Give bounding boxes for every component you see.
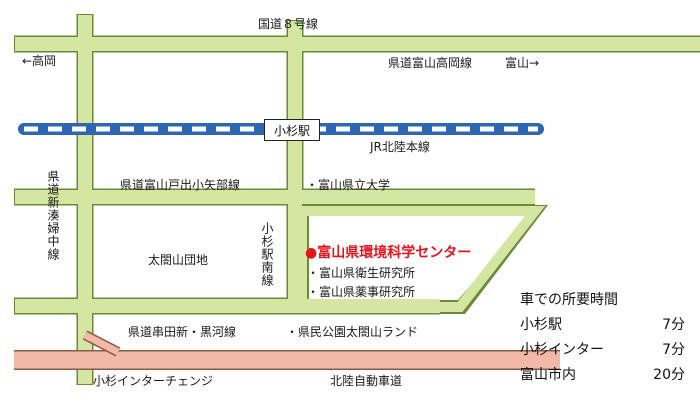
zone-inner — [309, 216, 530, 300]
label-takaoka-direction: ←高岡 — [22, 54, 57, 68]
label-pref-shinminato-fuchu: 県道新湊婦中線 — [46, 170, 60, 261]
zone-road-fill — [297, 206, 546, 312]
label-jr-hokuriku-line: JR北陸本線 — [370, 140, 430, 154]
travel-time-panel: 車での所要時間 小杉駅 7分 小杉インター 7分 富山市内 20分 — [520, 288, 685, 388]
travel-time-place: 富山市内 — [520, 367, 576, 383]
label-national-route-8: 国道８号線 — [258, 17, 319, 31]
travel-time-place: 小杉インター — [520, 342, 604, 358]
expressway — [14, 330, 560, 370]
label-pref-university: ・富山県立大学 — [306, 178, 391, 192]
label-taikoyama-park: ・県民公園太閤山ランド — [286, 325, 419, 339]
label-kosugi-station-south: 小杉駅南線 — [260, 222, 274, 287]
label-pref-kushida-kurokawa: 県道串田新・黒河線 — [128, 325, 237, 339]
label-pharma-institute: ・富山県薬事研究所 — [307, 285, 416, 299]
label-pref-toyama-toide-oyabe: 県道富山戸出小矢部線 — [120, 178, 241, 192]
label-toyama-direction: 富山→ — [505, 56, 540, 70]
travel-time-title: 車での所要時間 — [520, 292, 618, 308]
target-environment-center[interactable]: ●富山県環境科学センター — [305, 245, 472, 261]
travel-time-value: 20分 — [653, 367, 685, 383]
travel-time-row: 富山市内 20分 — [520, 363, 685, 388]
travel-time-value: 7分 — [662, 342, 685, 358]
travel-time-row: 小杉駅 7分 — [520, 313, 685, 338]
travel-time-value: 7分 — [662, 317, 685, 333]
label-hokuriku-expressway: 北陸自動車道 — [330, 374, 403, 388]
kosugi-station-box[interactable]: 小杉駅 — [264, 119, 320, 141]
label-health-institute: ・富山県衛生研究所 — [307, 266, 416, 280]
travel-time-place: 小杉駅 — [520, 317, 562, 333]
label-taimonyama-housing: 太閤山団地 — [148, 253, 209, 267]
kosugi-station-label: 小杉駅 — [273, 123, 310, 138]
label-kosugi-ic: 小杉インターチェンジ — [93, 374, 214, 388]
travel-time-row: 小杉インター 7分 — [520, 338, 685, 363]
label-pref-toyama-takaoka: 県道富山高岡線 — [388, 56, 473, 70]
